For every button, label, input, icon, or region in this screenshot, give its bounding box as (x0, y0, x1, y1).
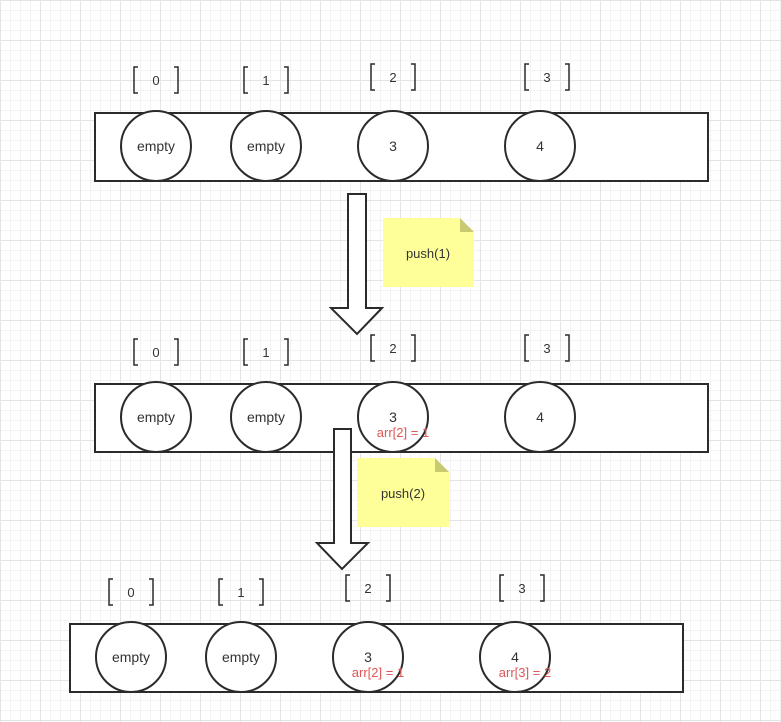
svg-text:1: 1 (237, 585, 244, 600)
array-cell: empty (95, 621, 167, 693)
svg-text:empty: empty (247, 138, 285, 154)
down-arrow-icon (328, 193, 385, 336)
index-label-0: 0 (133, 66, 179, 94)
array-cell: 3 arr[2] = 1 (332, 621, 404, 693)
cell-annotation: arr[3] = 2 (499, 665, 551, 680)
svg-text:empty: empty (137, 409, 175, 425)
svg-text:4: 4 (511, 649, 519, 665)
array-cell: 4 (504, 110, 576, 182)
array-cell: 4 (504, 381, 576, 453)
index-label-2: 2 (370, 63, 416, 91)
index-label-2: 2 (370, 334, 416, 362)
index-label-3: 3 (524, 334, 570, 362)
index-label-1: 1 (218, 578, 264, 606)
svg-text:1: 1 (262, 345, 269, 360)
index-label-2: 2 (345, 574, 391, 602)
array-cell: 4 arr[3] = 2 (479, 621, 551, 693)
array-cell: 3 arr[2] = 1 (357, 381, 429, 453)
array-cell: 3 (357, 110, 429, 182)
svg-text:3: 3 (543, 341, 550, 356)
array-state-1: 0 1 2 3 empty empty 3 (94, 63, 709, 182)
svg-text:3: 3 (389, 138, 397, 154)
index-label-1: 1 (243, 66, 289, 94)
svg-text:4: 4 (536, 138, 544, 154)
svg-text:3: 3 (518, 581, 525, 596)
array-cell: empty (230, 381, 302, 453)
array-state-3: 0 1 2 3 empty empty 3 arr[2] = (69, 574, 684, 693)
index-label-3: 3 (524, 63, 570, 91)
svg-text:2: 2 (389, 70, 396, 85)
cell-annotation: arr[2] = 1 (377, 425, 429, 440)
sticky-note-push-1: push(1) (383, 218, 474, 287)
svg-text:3: 3 (389, 409, 397, 425)
sticky-note-push-2: push(2) (357, 458, 449, 527)
array-cell: empty (230, 110, 302, 182)
array-cell: empty (205, 621, 277, 693)
array-cell: empty (120, 381, 192, 453)
svg-text:empty: empty (137, 138, 175, 154)
svg-text:push(1): push(1) (406, 246, 450, 261)
svg-text:1: 1 (262, 73, 269, 88)
svg-text:0: 0 (127, 585, 134, 600)
svg-text:empty: empty (112, 649, 150, 665)
index-label-0: 0 (108, 578, 154, 606)
svg-text:2: 2 (364, 581, 371, 596)
index-label-1: 1 (243, 338, 289, 366)
svg-text:0: 0 (152, 73, 159, 88)
svg-text:empty: empty (222, 649, 260, 665)
svg-text:0: 0 (152, 345, 159, 360)
svg-text:4: 4 (536, 409, 544, 425)
svg-text:3: 3 (543, 70, 550, 85)
down-arrow-icon (314, 428, 371, 571)
array-cell: empty (120, 110, 192, 182)
index-label-3: 3 (499, 574, 545, 602)
svg-text:3: 3 (364, 649, 372, 665)
svg-text:push(2): push(2) (381, 486, 425, 501)
array-state-2: 0 1 2 3 empty empty 3 arr[2] = (94, 334, 709, 453)
index-label-0: 0 (133, 338, 179, 366)
cell-annotation: arr[2] = 1 (352, 665, 404, 680)
svg-text:empty: empty (247, 409, 285, 425)
svg-text:2: 2 (389, 341, 396, 356)
